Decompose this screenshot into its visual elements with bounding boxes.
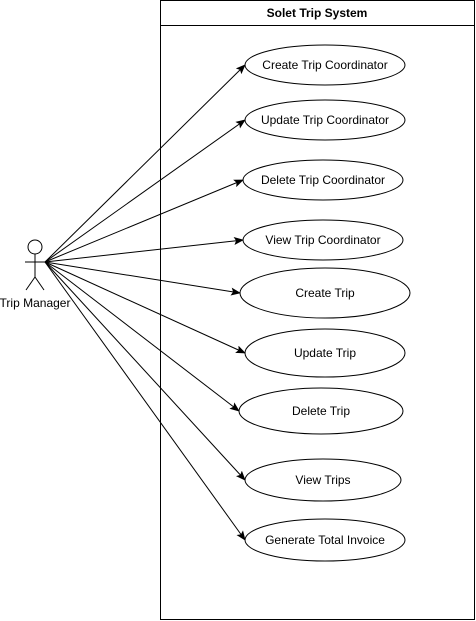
association-arrow-view-trip-coordinator: [44, 237, 244, 263]
use-case-ellipse: [242, 219, 404, 261]
association-arrow-delete-trip-coordinator: [44, 179, 244, 263]
association-arrow-update-trip: [44, 261, 246, 354]
use-case-ellipse: [244, 458, 402, 502]
association-arrow-generate-total-invoice: [44, 261, 246, 541]
use-case-update-trip-coordinator[interactable]: Update Trip Coordinator: [244, 99, 406, 141]
association-arrow-view-trips: [44, 261, 246, 481]
actor-left-leg: [25, 276, 36, 291]
use-case-label: Delete Trip: [292, 404, 350, 418]
use-case-generate-total-invoice[interactable]: Generate Total Invoice: [244, 518, 406, 562]
use-case-view-trip-coordinator[interactable]: View Trip Coordinator: [242, 219, 404, 261]
use-case-ellipse: [242, 159, 404, 201]
stick-figure-icon: [25, 239, 45, 291]
use-case-delete-trip-coordinator[interactable]: Delete Trip Coordinator: [242, 159, 404, 201]
use-case-label: Create Trip: [295, 286, 355, 300]
use-case-view-trips[interactable]: View Trips: [244, 458, 402, 502]
actor-trip-manager[interactable]: Trip Manager: [0, 239, 70, 310]
use-case-ellipse: [244, 99, 406, 141]
use-case-label: Delete Trip Coordinator: [261, 173, 385, 187]
use-case-ellipse: [239, 267, 411, 319]
use-case-label: Create Trip Coordinator: [262, 58, 387, 72]
use-case-label: Update Trip Coordinator: [261, 113, 389, 127]
use-case-update-trip[interactable]: Update Trip: [244, 328, 406, 378]
use-case-label: Generate Total Invoice: [265, 533, 385, 547]
actor-name: Trip Manager: [0, 296, 70, 310]
use-case-ellipse: [244, 328, 406, 378]
system-title: Solet Trip System: [267, 6, 368, 20]
use-case-ellipse: [244, 518, 406, 562]
use-case-ellipse: [244, 44, 406, 86]
use-case-label: View Trip Coordinator: [265, 233, 380, 247]
use-case-create-trip[interactable]: Create Trip: [239, 267, 411, 319]
actor-head: [27, 239, 43, 255]
use-case-delete-trip[interactable]: Delete Trip: [238, 387, 404, 435]
use-case-create-trip-coordinator[interactable]: Create Trip Coordinator: [244, 44, 406, 86]
association-arrows: [44, 64, 246, 541]
association-arrow-delete-trip: [44, 261, 240, 412]
use-case-ellipse: [238, 387, 404, 435]
use-case-label: View Trips: [295, 473, 350, 487]
actor-right-leg: [34, 276, 45, 291]
association-arrow-create-trip-coordinator: [44, 64, 246, 263]
use-case-label: Update Trip: [294, 346, 356, 360]
association-arrow-create-trip: [44, 261, 241, 296]
association-arrow-update-trip-coordinator: [44, 119, 246, 263]
